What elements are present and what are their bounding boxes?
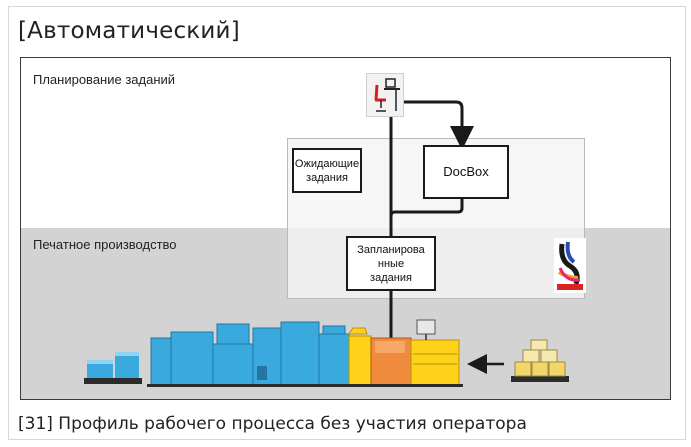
figure-caption: [31] Профиль рабочего процесса без участ… (18, 414, 527, 434)
scheduled-jobs-box: Запланирова нные задания (346, 236, 436, 291)
paper-pallet-icon (511, 339, 569, 382)
output-stack-icon (84, 352, 142, 384)
connector-lines (379, 100, 474, 363)
workflow-diagram: Планирование заданий Печатное производст… (20, 57, 671, 400)
operator-workstation-icon (366, 73, 404, 117)
finisher-units (150, 321, 350, 386)
product-logo-icon (554, 238, 586, 293)
printing-system (84, 319, 569, 387)
figure-heading: [Автоматический] (18, 18, 240, 44)
print-production-zone-label: Печатное производство (33, 237, 177, 252)
waiting-jobs-box: Ожидающие задания (292, 148, 362, 193)
printer-units (147, 319, 463, 387)
figure-frame (8, 6, 686, 440)
workstation-to-docbox-arrow (403, 100, 474, 150)
docbox-box: DocBox (423, 145, 509, 199)
job-planning-zone-label: Планирование заданий (33, 72, 176, 87)
